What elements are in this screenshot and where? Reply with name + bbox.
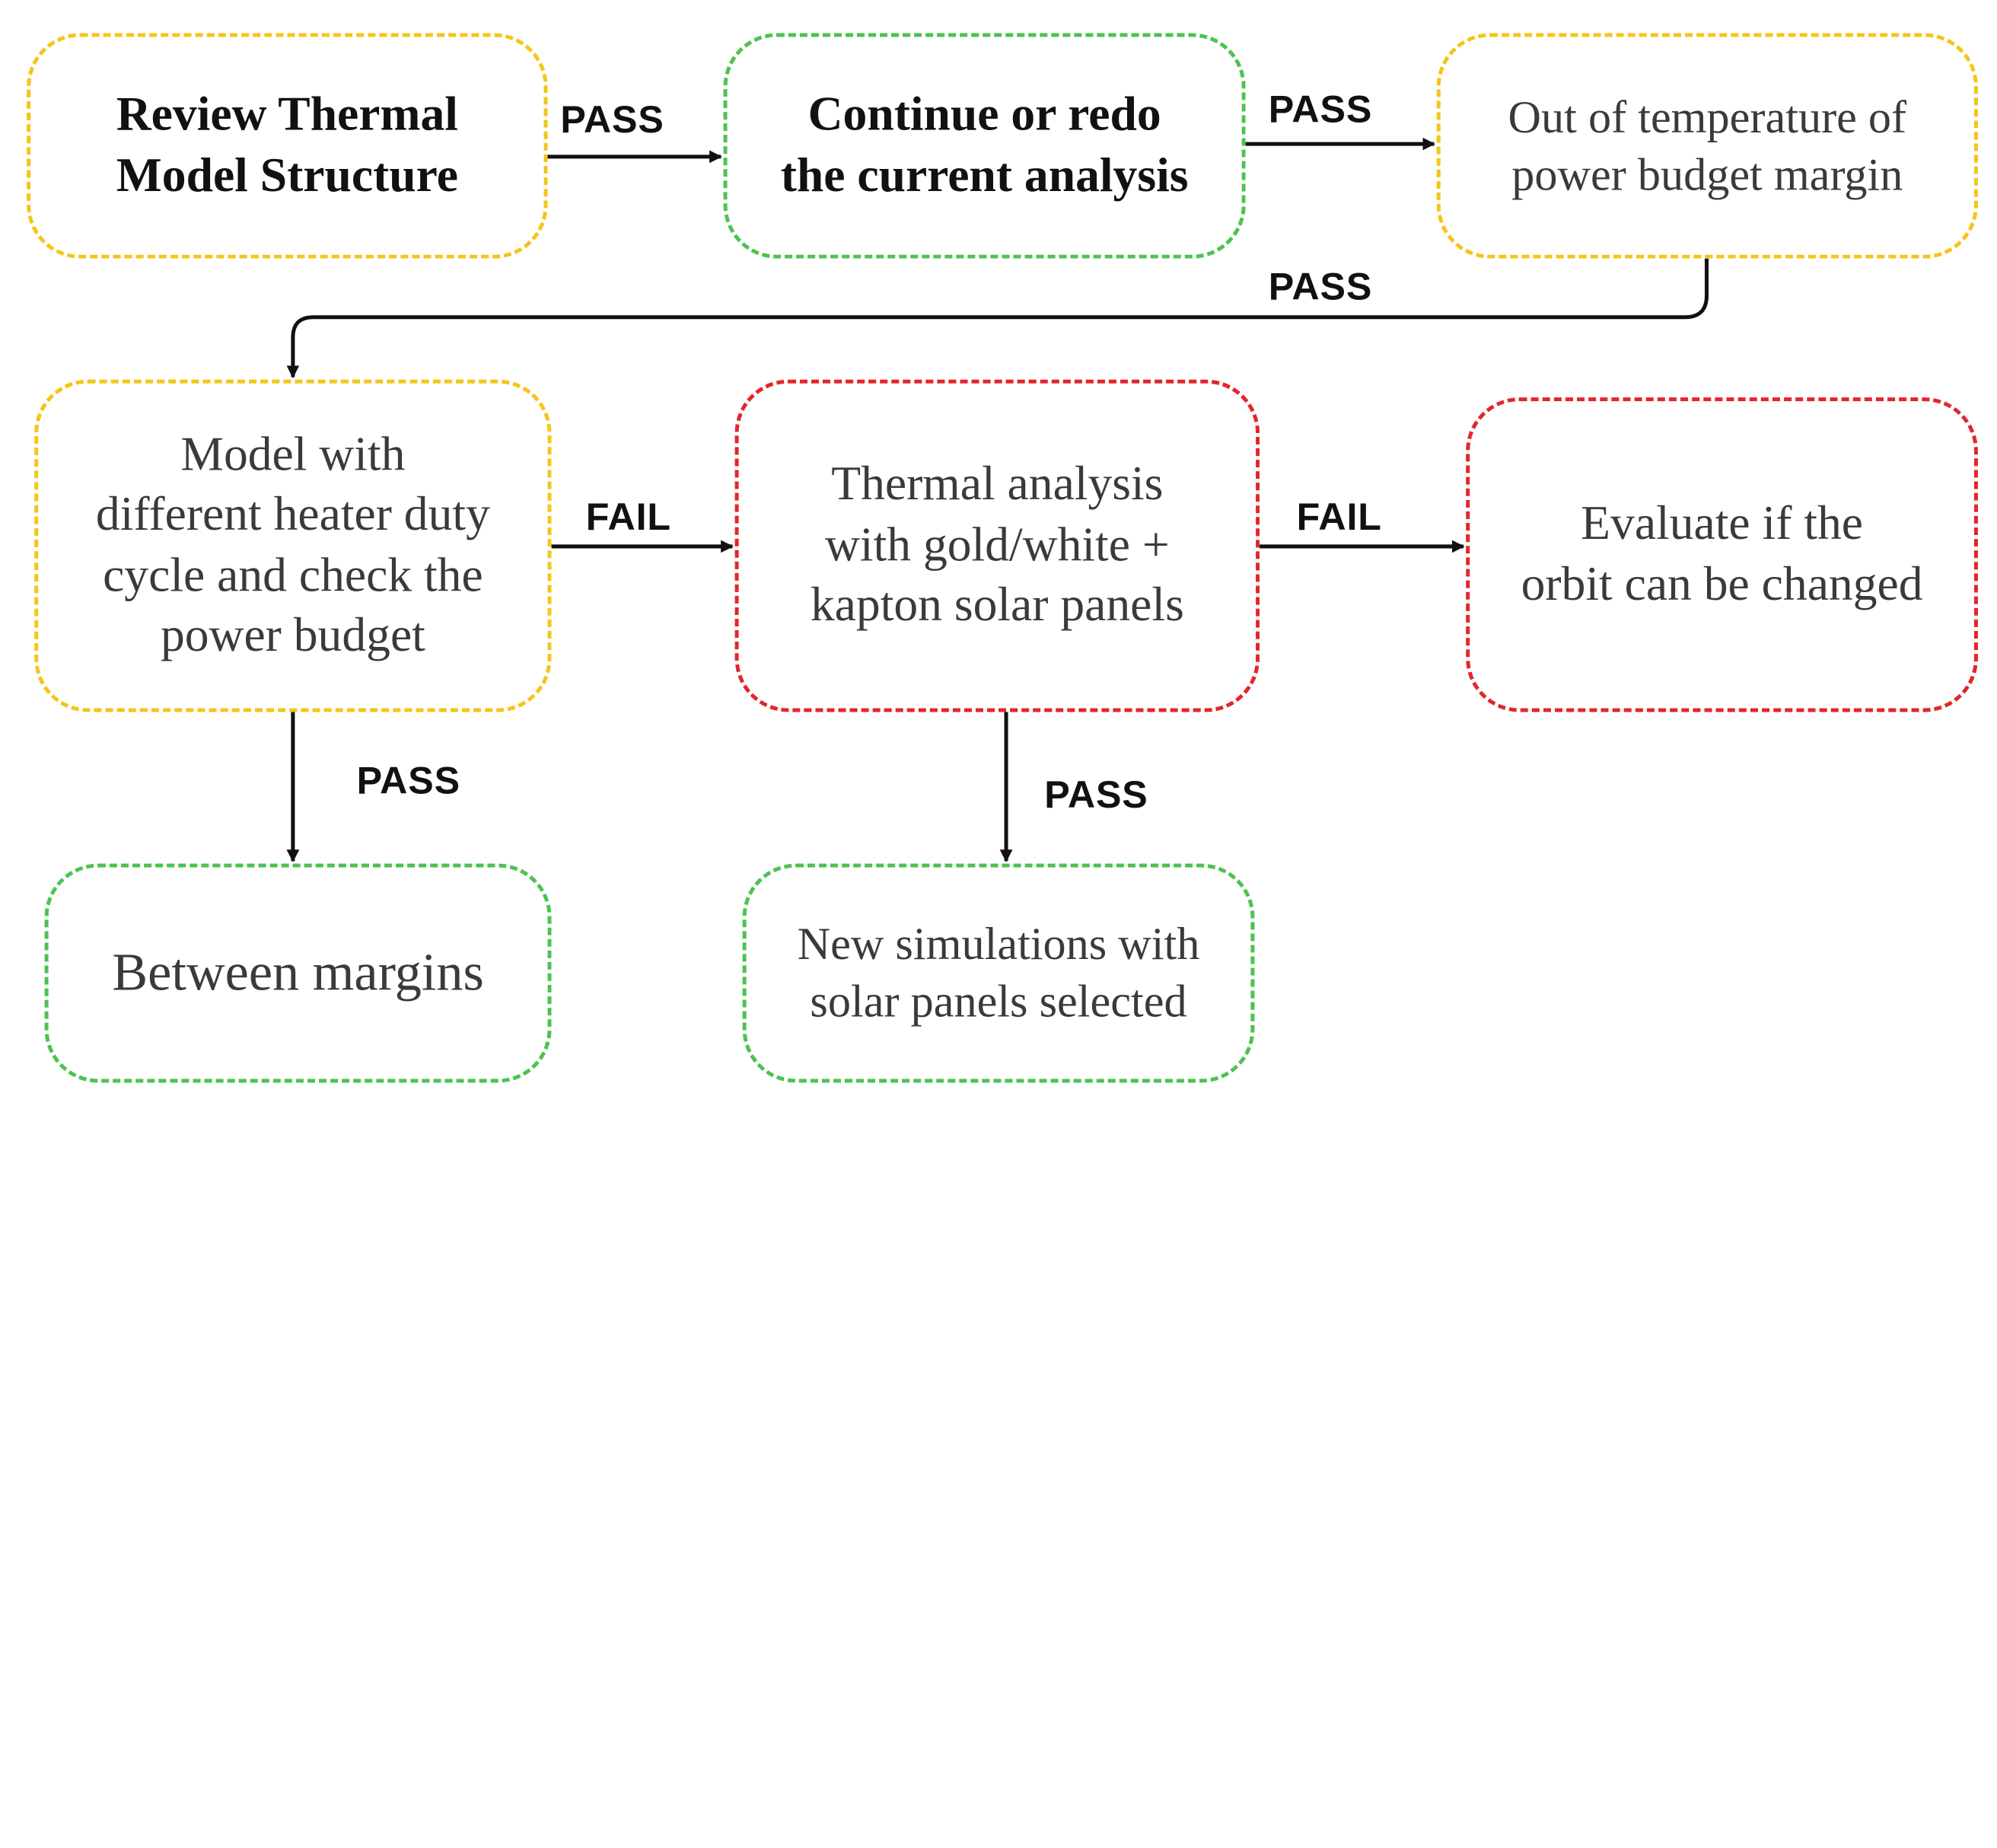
node-evaluate-orbit-line-2: orbit can be changed: [1521, 557, 1923, 611]
node-thermal-analysis: Thermal analysis with gold/white + kapto…: [734, 379, 1260, 712]
edge-label-model-heater-to-between-margins: PASS: [356, 760, 460, 803]
node-evaluate-orbit-line-1: Evaluate if the: [1581, 496, 1863, 550]
node-model-heater-label: Model with different heater duty cycle a…: [96, 425, 490, 667]
edge-label-review-to-continue: PASS: [560, 99, 664, 142]
node-model-heater: Model with different heater duty cycle a…: [34, 379, 552, 712]
flowchart: Review Thermal Model Structure Continue …: [27, 33, 1978, 1083]
node-thermal-analysis-line-3: kapton solar panels: [810, 578, 1184, 632]
node-review-line-1: Review Thermal: [116, 88, 458, 142]
node-model-heater-line-2: different heater duty: [95, 487, 490, 542]
node-out-of-margin-line-1: Out of temperature of: [1508, 91, 1907, 142]
node-review-label: Review Thermal Model Structure: [116, 85, 458, 206]
node-evaluate-orbit-label: Evaluate if the orbit can be changed: [1521, 494, 1923, 615]
edge-label-thermal-analysis-to-evaluate-orbit: FAIL: [1296, 496, 1382, 539]
node-thermal-analysis-label: Thermal analysis with gold/white + kapto…: [811, 455, 1184, 636]
node-model-heater-line-3: cycle and check the: [103, 548, 483, 602]
node-thermal-analysis-line-2: with gold/white +: [824, 518, 1170, 572]
node-continue-line-2: the current analysis: [780, 148, 1189, 202]
node-out-of-margin: Out of temperature of power budget margi…: [1436, 33, 1978, 259]
node-new-simulations-label: New simulations with solar panels select…: [798, 916, 1200, 1031]
node-model-heater-line-1: Model with: [180, 427, 406, 481]
node-between-margins-line-1: Between margins: [112, 943, 484, 1002]
node-new-simulations-line-1: New simulations with: [797, 918, 1200, 970]
node-between-margins: Between margins: [44, 863, 552, 1083]
node-continue-line-1: Continue or redo: [807, 88, 1161, 142]
node-continue-or-redo: Continue or redo the current analysis: [723, 33, 1246, 259]
node-new-simulations: New simulations with solar panels select…: [742, 863, 1255, 1083]
arrow-out-of-margin-to-model-heater: [286, 258, 1709, 379]
node-review-line-2: Model Structure: [116, 148, 458, 202]
connectors: [286, 137, 1709, 862]
node-continue-label: Continue or redo the current analysis: [781, 85, 1189, 206]
edge-label-model-heater-to-thermal-analysis: FAIL: [585, 496, 671, 539]
edge-label-continue-to-out-of-margin: PASS: [1268, 89, 1373, 132]
node-model-heater-line-4: power budget: [160, 608, 425, 663]
node-between-margins-label: Between margins: [112, 940, 484, 1007]
node-new-simulations-line-2: solar panels selected: [810, 975, 1187, 1027]
node-out-of-margin-line-2: power budget margin: [1511, 148, 1903, 199]
edge-label-thermal-analysis-to-new-simulations: PASS: [1044, 774, 1148, 817]
node-review-thermal-model: Review Thermal Model Structure: [27, 33, 548, 259]
node-out-of-margin-label: Out of temperature of power budget margi…: [1508, 88, 1907, 203]
node-thermal-analysis-line-1: Thermal analysis: [831, 457, 1164, 511]
edge-label-out-of-margin-to-model-heater: PASS: [1268, 266, 1373, 308]
node-evaluate-orbit: Evaluate if the orbit can be changed: [1466, 397, 1978, 712]
